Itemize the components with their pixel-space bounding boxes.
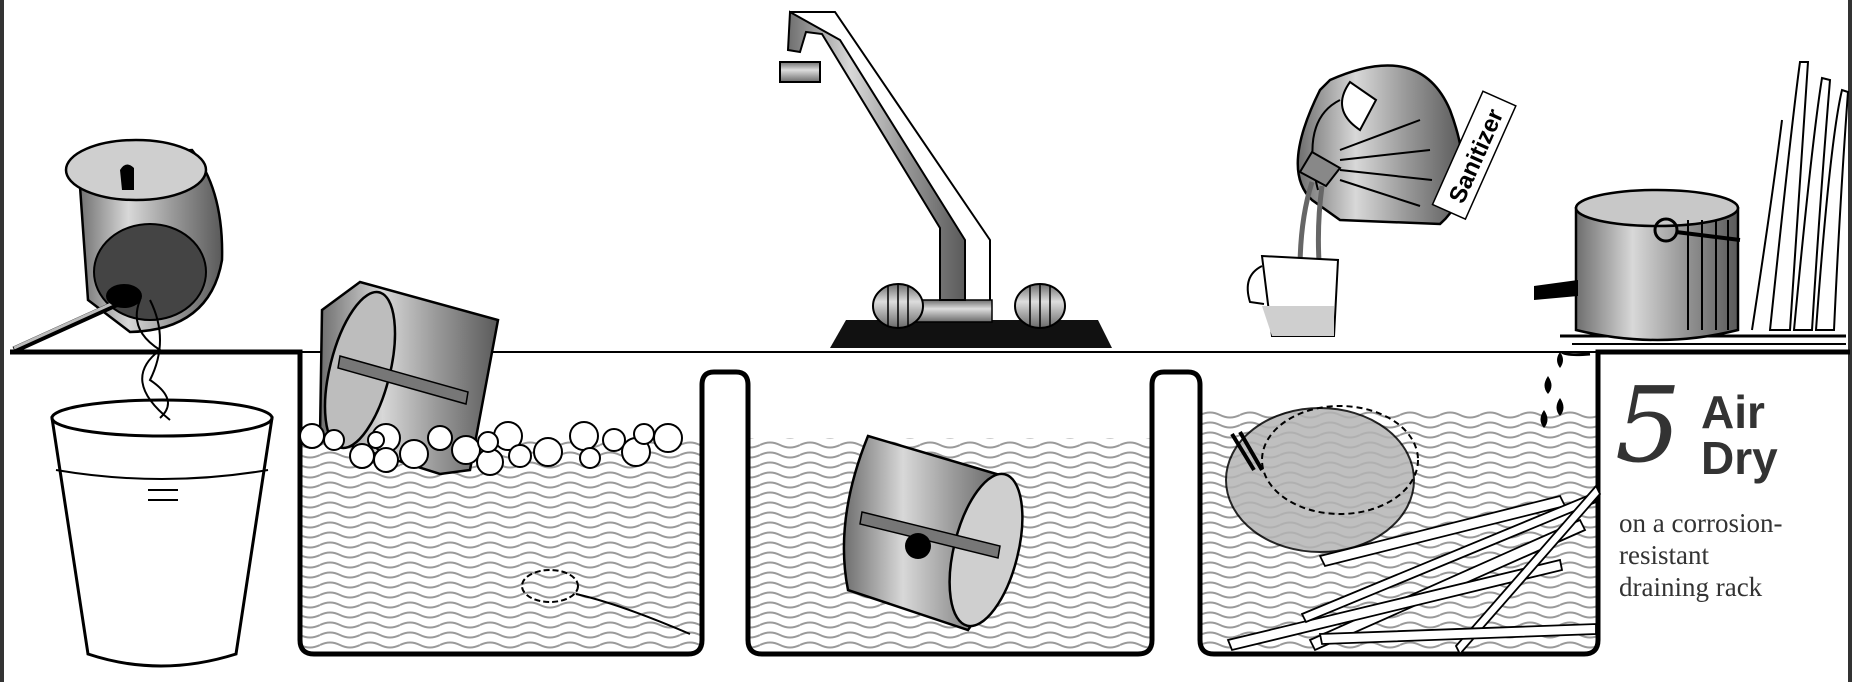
draining-rack bbox=[1560, 61, 1850, 345]
utensils-in-sanitizer bbox=[1226, 484, 1602, 656]
faucet bbox=[779, 10, 1112, 348]
water-drips bbox=[1540, 350, 1591, 428]
soap-bubbles bbox=[299, 421, 683, 476]
drying-pot bbox=[1534, 188, 1741, 342]
step-description-line-2: resistant bbox=[1619, 540, 1709, 570]
sanitizer-jug: Sanitizer bbox=[1296, 64, 1517, 226]
wash-pot bbox=[318, 280, 500, 476]
step-description-line-3: draining rack bbox=[1619, 572, 1763, 602]
scraper-brush bbox=[12, 284, 142, 354]
faucet-handle-left bbox=[872, 283, 924, 329]
step-number: 5 bbox=[1615, 364, 1682, 486]
counter-and-sink-outline bbox=[10, 349, 1850, 657]
rinse-pot bbox=[842, 434, 1024, 632]
pot-being-scraped bbox=[64, 138, 224, 421]
step-title-line-2: Dry bbox=[1701, 432, 1778, 484]
sink-1-water bbox=[300, 440, 702, 652]
scrape-bucket bbox=[50, 398, 274, 668]
faucet-handle-right bbox=[1014, 283, 1066, 329]
measuring-cup bbox=[1246, 254, 1340, 337]
step-description: on a corrosion- resistant draining rack bbox=[1619, 507, 1845, 603]
sponge-on-string bbox=[521, 569, 691, 635]
sanitize-pot bbox=[1225, 405, 1419, 553]
step-description-line-1: on a corrosion- bbox=[1619, 508, 1783, 538]
step-title-line-1: Air bbox=[1701, 386, 1765, 438]
step-title: Air Dry bbox=[1701, 389, 1778, 481]
